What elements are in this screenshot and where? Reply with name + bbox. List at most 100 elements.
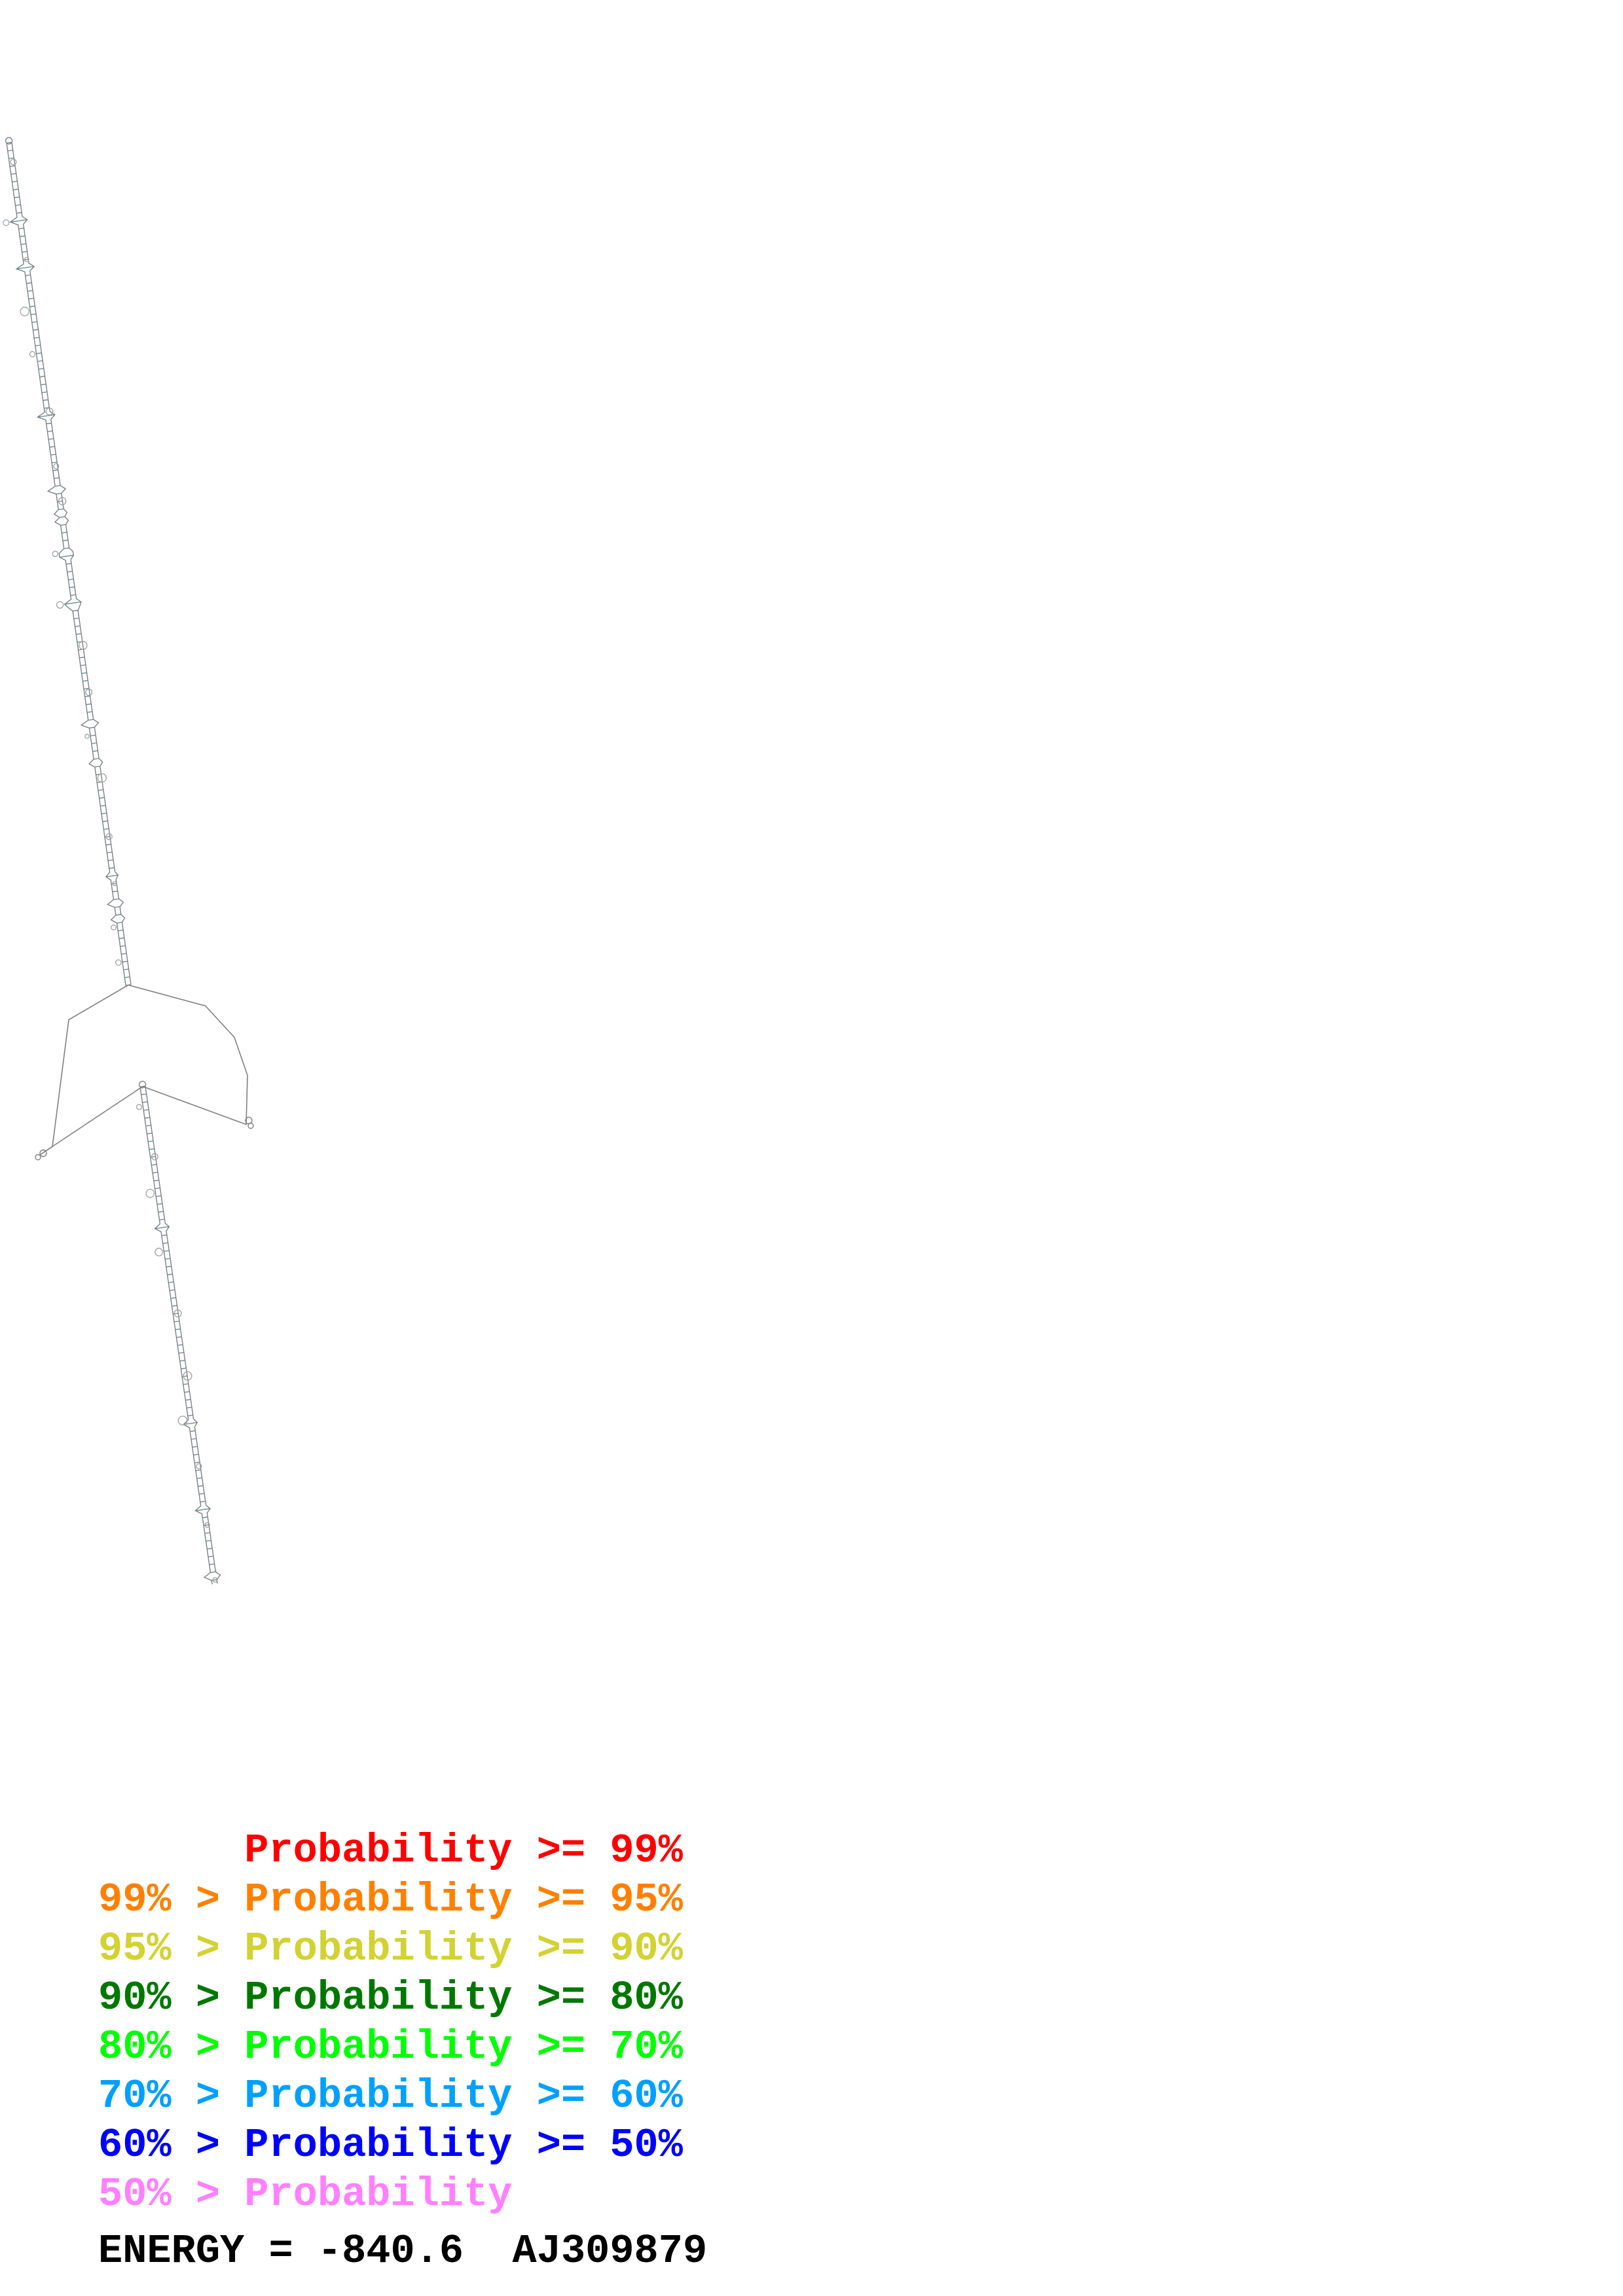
base-pair (43, 399, 48, 401)
base-pair (184, 1391, 190, 1393)
base-pair (84, 695, 90, 698)
base-pair (31, 321, 37, 323)
base-pair (79, 656, 85, 658)
base-pair (64, 601, 82, 605)
energy-label: ENERGY = (98, 2228, 318, 2274)
base-pair (115, 906, 120, 908)
lower-helix-stem (136, 1081, 221, 1585)
base-pair (194, 1462, 200, 1463)
base-pair (144, 1117, 150, 1119)
base-pair (60, 524, 66, 526)
legend-row: 60% > Probability >= 50% (98, 2121, 683, 2170)
base-pair (10, 219, 27, 223)
base-pair (12, 181, 18, 183)
base-pair (6, 141, 12, 144)
base-pair (119, 937, 124, 939)
base-pair (170, 1297, 176, 1299)
base-pair (33, 329, 39, 331)
base-pair (59, 516, 65, 518)
base-pair (39, 376, 45, 378)
base-pair (41, 384, 46, 386)
base-pair (181, 1367, 187, 1370)
legend-label: Probability (244, 1827, 513, 1874)
internal-loop (115, 959, 122, 966)
accession-id: AJ309879 (512, 2228, 708, 2274)
internal-loop (3, 219, 10, 226)
legend-label: Probability (244, 2024, 513, 2070)
multibranch-loop (35, 984, 254, 1160)
legend-row: 70% > Probability >= 60% (98, 2072, 683, 2121)
base-pair (185, 1399, 191, 1401)
base-pair (52, 461, 58, 463)
hairpin-loop (138, 1081, 147, 1088)
legend-suffix: >= 99% (512, 1827, 683, 1874)
legend-prefix: 80% > (98, 2024, 245, 2070)
base-pair (7, 149, 13, 152)
legend-label: Probability (244, 2171, 513, 2217)
base-pair (169, 1289, 175, 1291)
base-pair (155, 1187, 160, 1189)
base-pair (100, 804, 106, 807)
hairpin-loop (5, 137, 13, 145)
energy-value: -840.6 (317, 2228, 464, 2274)
base-pair (94, 766, 100, 768)
base-pair (187, 1414, 193, 1416)
base-pair (56, 493, 62, 495)
base-pair (147, 1132, 153, 1135)
base-pair (158, 1211, 164, 1213)
base-pair (38, 368, 44, 370)
base-pair (105, 844, 111, 846)
base-pair (73, 617, 79, 620)
base-pair (155, 1226, 170, 1229)
base-pair (91, 742, 97, 744)
internal-loop (111, 924, 117, 931)
legend-prefix: 50% > (98, 2171, 245, 2217)
energy-footer: ENERGY = -840.6 AJ309879 (98, 2227, 707, 2276)
legend-suffix: >= 90% (512, 1926, 683, 1972)
base-pair (10, 173, 16, 175)
legend-prefix: 70% > (98, 2073, 245, 2119)
internal-loop (97, 773, 107, 783)
base-pair (62, 539, 68, 541)
legend-prefix: 60% > (98, 2122, 245, 2168)
base-pair (210, 1571, 216, 1573)
internal-loop (155, 1247, 164, 1257)
internal-loop (177, 1416, 188, 1426)
base-pair (59, 554, 74, 558)
legend-row: 80% > Probability >= 70% (98, 2022, 683, 2072)
internal-loop (173, 1309, 182, 1318)
internal-loop (29, 351, 36, 357)
legend-label: Probability (244, 2122, 513, 2168)
base-pair (204, 1532, 210, 1534)
internal-loop (112, 881, 118, 886)
base-pair (22, 251, 27, 253)
base-pair (123, 968, 129, 971)
internal-loop (183, 1371, 192, 1381)
base-pair (28, 298, 34, 300)
internal-loop (145, 1189, 155, 1198)
base-pair (67, 571, 73, 573)
base-pair (143, 1109, 149, 1111)
base-pair (73, 609, 79, 612)
base-pair (70, 594, 76, 596)
legend-label: Probability (244, 1876, 513, 1923)
internal-loop (85, 689, 93, 696)
base-pair (68, 579, 74, 581)
base-pair (34, 336, 40, 339)
base-pair (88, 719, 94, 721)
base-pair (195, 1469, 201, 1471)
internal-loop (84, 734, 90, 739)
base-pair (16, 266, 35, 270)
base-pair (62, 531, 67, 534)
legend-label: Probability (244, 1926, 513, 1972)
base-pair (196, 1477, 202, 1479)
legend-prefix: 95% > (98, 1926, 245, 1972)
internal-loop (45, 407, 54, 416)
internal-loop (10, 158, 17, 166)
legend-row: Probability >= 99% (98, 1826, 683, 1875)
base-pair (29, 306, 35, 308)
strand (139, 1086, 213, 1585)
base-pair (178, 1352, 184, 1354)
base-pair (50, 454, 56, 456)
